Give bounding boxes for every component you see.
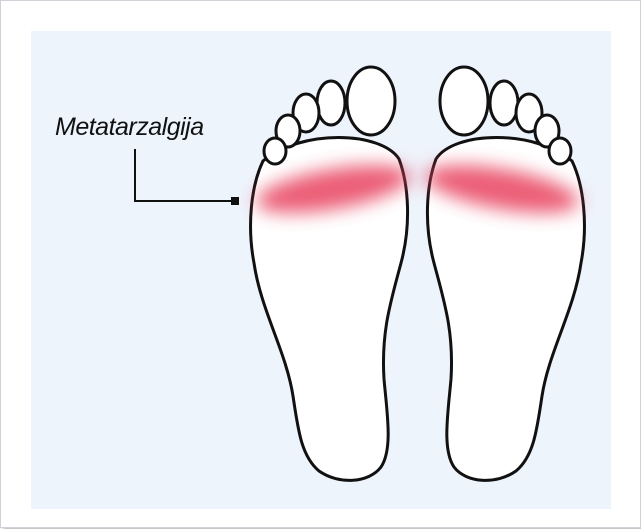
- leader-end-marker: [231, 197, 239, 205]
- right-toe-big: [440, 67, 488, 135]
- left-toe-big: [347, 67, 395, 135]
- right-toe-2: [490, 81, 518, 125]
- label-leader-line: [135, 149, 233, 201]
- condition-label: Metatarzalgija: [55, 113, 204, 142]
- right-foot: [422, 67, 585, 480]
- left-toe-2: [317, 81, 345, 125]
- right-toe-5: [549, 138, 571, 164]
- left-foot: [251, 67, 414, 480]
- left-toe-5: [264, 138, 286, 164]
